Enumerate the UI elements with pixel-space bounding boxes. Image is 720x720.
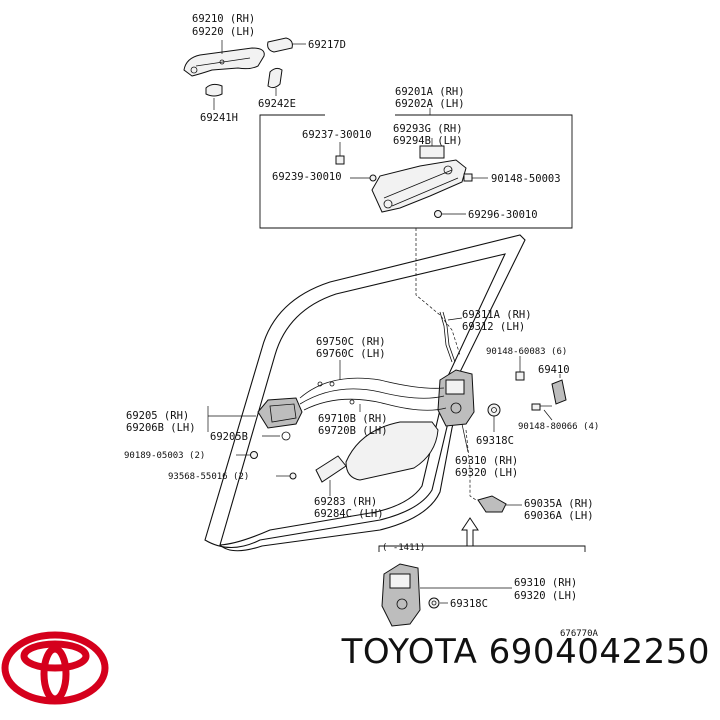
label-69202: 69202A (LH) (395, 98, 465, 110)
bolt-90148-a (463, 173, 488, 182)
toyota-logo-icon (1, 631, 109, 705)
dash-link-1 (415, 228, 461, 356)
inset-range-label: ( -1411) (382, 543, 425, 553)
label-69205b: 69205B (210, 431, 248, 443)
washer-69296 (434, 210, 466, 218)
label-69205: 69205 (RH) (126, 410, 189, 422)
part-number: 6904042250 (488, 632, 710, 672)
brand-name: TOYOTA (341, 632, 478, 672)
lock-cables (299, 360, 447, 412)
label-69237: 69237-30010 (302, 129, 372, 141)
inset-lock-assembly (381, 563, 512, 627)
brand-part-number: TOYOTA 6904042250 (330, 632, 710, 672)
label-90148-c: 90148-80066 (4) (518, 422, 599, 432)
label-69320-a: 69320 (LH) (455, 467, 518, 479)
outside-handle (183, 47, 265, 77)
label-69239: 69239-30010 (272, 171, 342, 183)
label-69310-b: 69310 (RH) (514, 577, 577, 589)
label-69410: 69410 (538, 364, 570, 376)
dash-link-2 (465, 429, 477, 501)
label-90148-b: 90148-60083 (6) (486, 347, 567, 357)
label-69720: 69720B (LH) (318, 425, 388, 437)
handle-pad-h (205, 83, 223, 110)
label-69284: 69284C (LH) (314, 508, 384, 520)
label-69318-a: 69318C (476, 435, 514, 447)
label-69217: 69217D (308, 39, 346, 51)
label-69241: 69241H (200, 112, 238, 124)
label-69710: 69710B (RH) (318, 413, 388, 425)
frame-assembly (371, 138, 467, 213)
label-69318-b: 69318C (450, 598, 488, 610)
label-69283: 69283 (RH) (314, 496, 377, 508)
inset-bracket (378, 545, 586, 552)
inside-handle (207, 397, 303, 441)
label-69296: 69296-30010 (468, 209, 538, 221)
label-69310-a: 69310 (RH) (455, 455, 518, 467)
label-69210: 69210 (RH) (192, 13, 255, 25)
label-69206: 69206B (LH) (126, 422, 196, 434)
lock-rod (439, 311, 463, 363)
label-90189: 90189-05003 (2) (124, 451, 205, 461)
label-69036: 69036A (LH) (524, 510, 594, 522)
screw-90148-c (531, 403, 553, 421)
arrow-up-icon (461, 517, 479, 547)
bezel-cover (315, 421, 439, 496)
clip-90189 (236, 451, 258, 459)
washer-69318-a (487, 403, 501, 432)
screw-69239 (350, 174, 377, 182)
label-69294: 69294B (LH) (393, 135, 463, 147)
screw-90148-b (515, 356, 525, 381)
screw-93568 (276, 472, 297, 480)
label-69760: 69760C (LH) (316, 348, 386, 360)
lower-bracket (477, 495, 522, 513)
inset-washer (428, 597, 448, 609)
striker-69410 (551, 374, 567, 405)
door-lock-assembly (437, 369, 475, 453)
handle-pad-e (267, 67, 283, 96)
label-69750: 69750C (RH) (316, 336, 386, 348)
label-69201: 69201A (RH) (395, 86, 465, 98)
handle-cap (267, 37, 306, 53)
label-69293: 69293G (RH) (393, 123, 463, 135)
label-69311: 69311A (RH) (462, 309, 532, 321)
label-69035: 69035A (RH) (524, 498, 594, 510)
drawing-code: 676770A (560, 629, 599, 639)
door-outline (204, 234, 526, 552)
label-69320-b: 69320 (LH) (514, 590, 577, 602)
label-90148-a: 90148-50003 (491, 173, 561, 185)
label-93568: 93568-55016 (2) (168, 472, 249, 482)
bolt-69237 (335, 142, 345, 165)
label-69242: 69242E (258, 98, 296, 110)
label-69220: 69220 (LH) (192, 26, 255, 38)
label-69312: 69312 (LH) (462, 321, 525, 333)
